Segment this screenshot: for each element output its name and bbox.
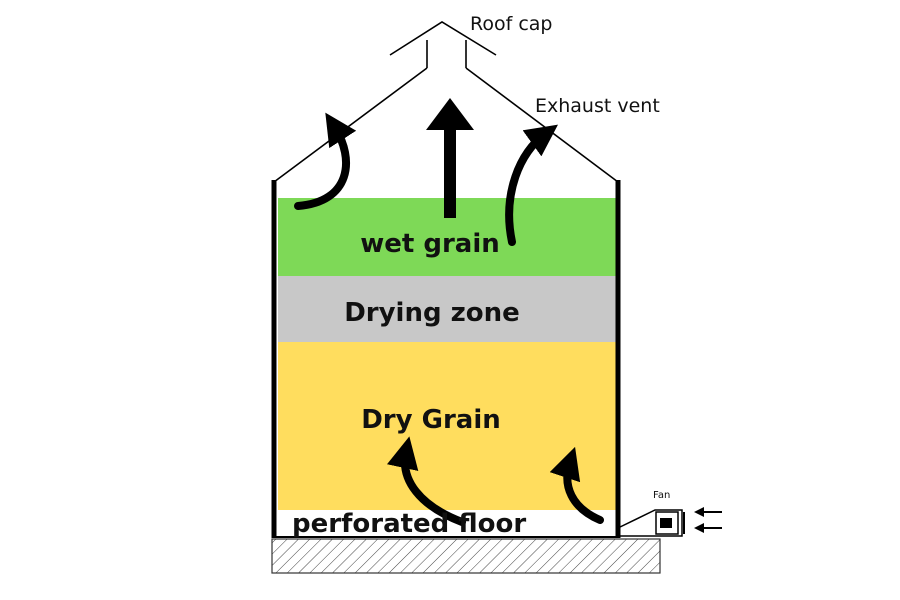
floor-arrow-right-icon — [549, 446, 604, 524]
drying-zone-label: Drying zone — [344, 298, 520, 328]
foundation-slab — [271, 538, 661, 574]
roof-cap — [389, 21, 497, 56]
center-up-arrow-icon — [426, 98, 474, 218]
fan-label: Fan — [653, 490, 670, 501]
exhaust-vent-label: Exhaust vent — [535, 95, 660, 117]
roof-right — [465, 67, 619, 183]
left-curved-arrow-icon — [294, 112, 357, 210]
roof-cap-label: Roof cap — [470, 13, 552, 35]
roof-left — [273, 67, 428, 183]
dry-grain-label: Dry Grain — [361, 405, 501, 435]
right-curved-arrow-icon — [505, 124, 558, 246]
perforated-floor-label: perforated floor — [292, 509, 526, 539]
drying-zone-layer — [278, 276, 616, 342]
floor-arrow-left-icon — [387, 436, 466, 526]
intake-arrows-icon — [694, 507, 722, 533]
fan-unit — [617, 509, 685, 537]
wet-grain-label: wet grain — [360, 229, 500, 259]
